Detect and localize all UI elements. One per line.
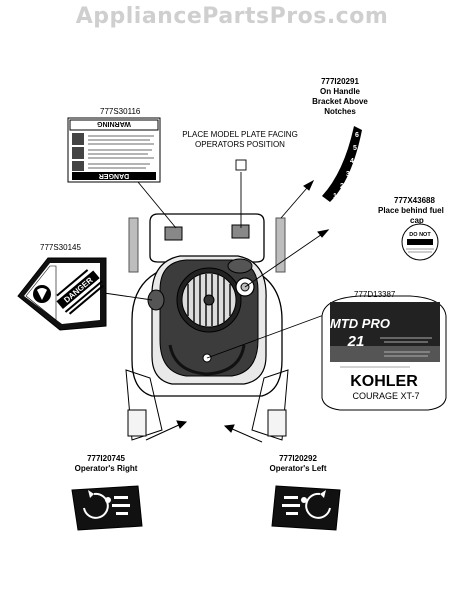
danger-decal-left: DANGER — [17, 257, 107, 331]
fuel-note-2: cap — [410, 216, 424, 225]
left-control-note: Operator's Left — [269, 464, 327, 473]
notch-4: 4 — [350, 158, 354, 165]
size-text: 21 — [347, 333, 365, 350]
handle-notch-decal: 1 2 3 4 5 6 — [322, 126, 362, 202]
notch-6: 6 — [355, 132, 359, 139]
kohler-text: KOHLER — [350, 373, 418, 390]
notch-2: 2 — [340, 183, 344, 190]
warning-text: WARNING — [97, 120, 131, 127]
fuel-note-1: Place behind fuel — [378, 206, 444, 215]
right-control-note: Operator's Right — [74, 464, 138, 473]
arrows — [145, 179, 330, 443]
brand-text: MTD PRO — [330, 316, 390, 331]
right-control-part-label: 777I20745 — [87, 454, 125, 463]
notch-1: 1 — [333, 193, 337, 200]
right-control-decal — [71, 485, 143, 531]
handle-note-3: Notches — [324, 107, 356, 116]
mower-deck — [125, 213, 289, 441]
left-control-decal — [271, 485, 341, 531]
engine-decal-part-label: 777D13387 — [354, 290, 396, 299]
fuel-cap-decal: DO NOT — [401, 223, 439, 261]
left-control-part-label: 777I20292 — [279, 454, 317, 463]
danger-text-top: DANGER — [99, 172, 129, 179]
leader-lines — [103, 159, 333, 359]
model-plate-note-2: OPERATORS POSITION — [195, 140, 285, 149]
model-plate-note-1: PLACE MODEL PLATE FACING — [182, 130, 298, 139]
courage-text: COURAGE XT-7 — [352, 391, 419, 401]
warning-decal-top: WARNING DANGER — [67, 117, 161, 183]
notch-3: 3 — [346, 171, 350, 178]
handle-part-label: 777I20291 — [321, 77, 359, 86]
fuel-part-label: 777X43688 — [394, 196, 435, 205]
do-not-text: DO NOT — [409, 232, 431, 238]
notch-5: 5 — [353, 145, 357, 152]
handle-note-1: On Handle — [319, 87, 360, 96]
engine-decal: MTD PRO 21 KOHLER COURAGE XT-7 — [321, 295, 447, 411]
top-decal-part-label: 777S30116 — [100, 107, 141, 116]
watermark: AppliancePartsPros.com — [75, 4, 389, 29]
handle-note-2: Bracket Above — [312, 97, 368, 106]
left-decal-part-label: 777S30145 — [40, 243, 81, 252]
